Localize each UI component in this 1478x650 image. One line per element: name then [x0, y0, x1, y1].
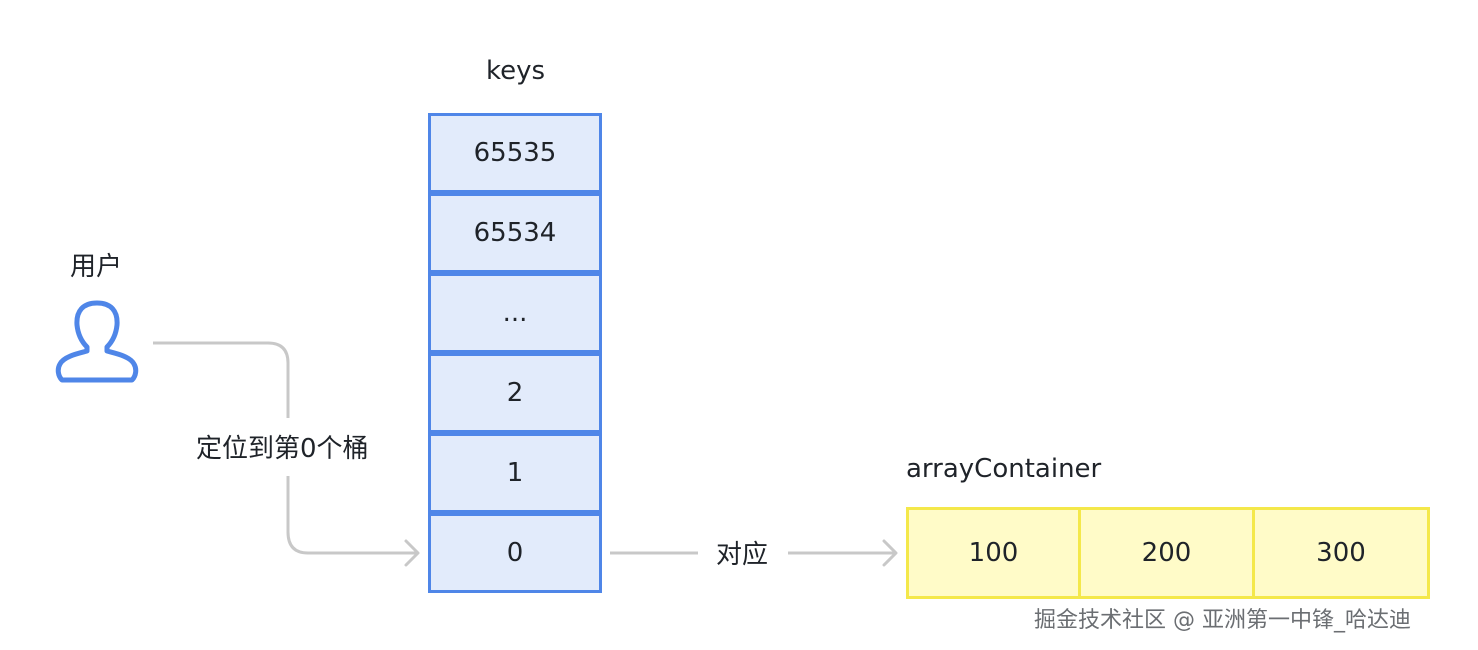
map-edge-label: 对应 — [716, 540, 769, 570]
key-cell-target: 0 — [428, 513, 602, 593]
locate-connector-lower — [286, 476, 418, 555]
keys-array: 65535 65534 ... 2 1 0 — [428, 113, 602, 593]
array-container-title: arrayContainer — [906, 454, 1102, 484]
array-cell: 200 — [1078, 507, 1255, 599]
map-arrowhead — [882, 539, 898, 567]
locate-connector — [153, 341, 290, 418]
locate-edge-label: 定位到第0个桶 — [196, 434, 369, 464]
array-value: 300 — [1316, 538, 1366, 568]
keys-title: keys — [486, 56, 546, 86]
user-icon — [55, 300, 139, 383]
key-cell: 1 — [428, 433, 602, 513]
key-value: 0 — [506, 538, 524, 568]
key-cell: 65534 — [428, 193, 602, 273]
key-value: 1 — [506, 458, 524, 488]
key-cell: 65535 — [428, 113, 602, 193]
array-value: 200 — [1141, 538, 1192, 568]
array-value: 100 — [968, 538, 1019, 568]
key-cell: ... — [428, 273, 602, 353]
key-value: 2 — [506, 378, 524, 408]
array-cell: 300 — [1252, 507, 1430, 599]
user-label: 用户 — [70, 252, 123, 282]
locate-arrowhead — [404, 539, 420, 567]
watermark: 掘金技术社区 @ 亚洲第一中锋_哈达迪 — [1034, 608, 1411, 633]
key-value: ... — [502, 298, 528, 328]
array-cell: 100 — [906, 507, 1081, 599]
key-cell: 2 — [428, 353, 602, 433]
key-value: 65535 — [473, 138, 557, 168]
key-value: 65534 — [473, 218, 557, 248]
